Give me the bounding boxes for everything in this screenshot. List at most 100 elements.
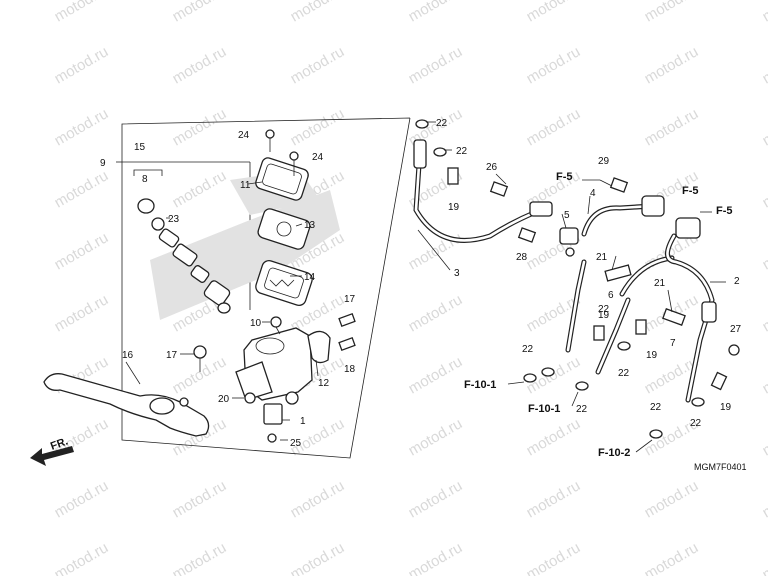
- label-part-22e: 22: [576, 404, 588, 415]
- label-part-17a: 17: [166, 350, 178, 361]
- label-part-23: 23: [168, 214, 180, 225]
- brake-hose-2: [665, 217, 717, 403]
- screw-10: [270, 316, 282, 335]
- watermark-text: motod.ru: [52, 291, 112, 335]
- watermark-text: motod.ru: [524, 43, 584, 87]
- clip-7: [662, 308, 686, 326]
- watermark-text: motod.ru: [406, 477, 466, 521]
- label-part-26: 26: [486, 162, 498, 173]
- watermark-text: motod.ru: [524, 539, 584, 576]
- label-part-25: 25: [290, 438, 302, 449]
- screw-24b: [289, 151, 299, 176]
- ref-f10-1-a: F-10-1: [464, 379, 496, 391]
- watermark-text: motod.ru: [760, 415, 768, 459]
- bolt-28: [517, 227, 537, 243]
- label-part-24a: 24: [238, 130, 250, 141]
- watermark-text: motod.ru: [52, 105, 112, 149]
- watermark-text: motod.ru: [288, 0, 348, 25]
- ref-f10-2: F-10-2: [598, 447, 630, 459]
- label-part-4: 4: [590, 188, 596, 199]
- ref-f5-c: F-5: [716, 205, 733, 217]
- pivot-pin: [193, 345, 207, 372]
- label-part-6: 6: [608, 290, 614, 301]
- ref-f10-1-b: F-10-1: [528, 403, 560, 415]
- watermark-text: motod.ru: [170, 167, 230, 211]
- bolt-29: [609, 177, 629, 193]
- watermark-text: motod.ru: [524, 477, 584, 521]
- leader-lines-left: [116, 161, 319, 441]
- watermark-text: motod.ru: [52, 229, 112, 273]
- watermark-text: motod.ru: [642, 43, 702, 87]
- watermark-text: motod.ru: [406, 0, 466, 25]
- watermark-text: motod.ru: [524, 0, 584, 25]
- piston-kit: [137, 198, 231, 314]
- label-part-22a: 22: [436, 118, 448, 129]
- watermark-text: motod.ru: [52, 167, 112, 211]
- watermark-text: motod.ru: [524, 105, 584, 149]
- watermark-text: motod.ru: [760, 0, 768, 25]
- watermark-text: motod.ru: [170, 43, 230, 87]
- watermark-text: motod.ru: [288, 477, 348, 521]
- watermark-text: motod.ru: [760, 353, 768, 397]
- label-part-18: 18: [344, 364, 356, 375]
- watermark-text: motod.ru: [52, 43, 112, 87]
- label-part-12: 12: [318, 378, 330, 389]
- watermark-text: motod.ru: [406, 291, 466, 335]
- stop-switch: [263, 403, 283, 443]
- front-label: FR.: [49, 435, 70, 452]
- watermark-text: motod.ru: [170, 0, 230, 25]
- front-arrow-icon: FR.: [30, 435, 74, 466]
- watermark-text: motod.ru: [406, 353, 466, 397]
- master-cylinder-body: [235, 327, 331, 405]
- label-part-3: 3: [454, 268, 460, 279]
- label-part-27: 27: [730, 324, 742, 335]
- label-part-22c: 22: [522, 344, 534, 355]
- label-part-15: 15: [134, 142, 146, 153]
- reservoir-cap: [255, 157, 309, 201]
- diaphragm: [255, 259, 313, 307]
- watermark-text: motod.ru: [170, 105, 230, 149]
- label-part-1: 1: [300, 416, 306, 427]
- label-part-14: 14: [304, 272, 316, 283]
- bolt-26: [489, 181, 509, 197]
- bolt-17b: [338, 337, 356, 351]
- label-part-29: 29: [598, 156, 610, 167]
- brake-hose-group: [413, 119, 740, 453]
- watermark-text: motod.ru: [524, 415, 584, 459]
- label-part-9: 9: [100, 158, 106, 169]
- sub-bracket-15: [133, 169, 163, 176]
- watermark-text: motod.ru: [760, 43, 768, 87]
- diagram-code: MGM7F0401: [694, 462, 747, 472]
- bolt-19c: [635, 319, 647, 335]
- watermark-text: motod.ru: [760, 291, 768, 335]
- watermark-text: motod.ru: [288, 43, 348, 87]
- label-part-10: 10: [250, 318, 262, 329]
- watermark-text: motod.ru: [170, 539, 230, 576]
- leader-lines-right: [417, 121, 726, 453]
- label-part-19a: 19: [448, 202, 460, 213]
- label-part-19c: 19: [646, 350, 658, 361]
- label-part-21b: 21: [654, 278, 666, 289]
- ref-f5-a: F-5: [556, 171, 573, 183]
- label-part-11: 11: [240, 180, 251, 191]
- watermark-text: motod.ru: [52, 0, 112, 25]
- label-part-2: 2: [734, 276, 740, 287]
- watermark-text: motod.ru: [760, 539, 768, 576]
- clip-6: [604, 264, 632, 282]
- label-part-28: 28: [516, 252, 528, 263]
- label-part-21a: 21: [596, 252, 608, 263]
- reservoir-plate: [257, 208, 311, 250]
- watermark-text: motod.ru: [642, 105, 702, 149]
- assembly-boundary: [121, 117, 411, 459]
- bolt-19b: [593, 325, 605, 341]
- watermark-text: motod.ru: [406, 43, 466, 87]
- washers-22: [415, 119, 705, 439]
- watermark-text: motod.ru: [760, 477, 768, 521]
- watermark-text: motod.ru: [288, 105, 348, 149]
- label-part-19b: 19: [598, 310, 610, 321]
- watermark-text: motod.ru: [760, 167, 768, 211]
- watermark-text: motod.ru: [642, 0, 702, 25]
